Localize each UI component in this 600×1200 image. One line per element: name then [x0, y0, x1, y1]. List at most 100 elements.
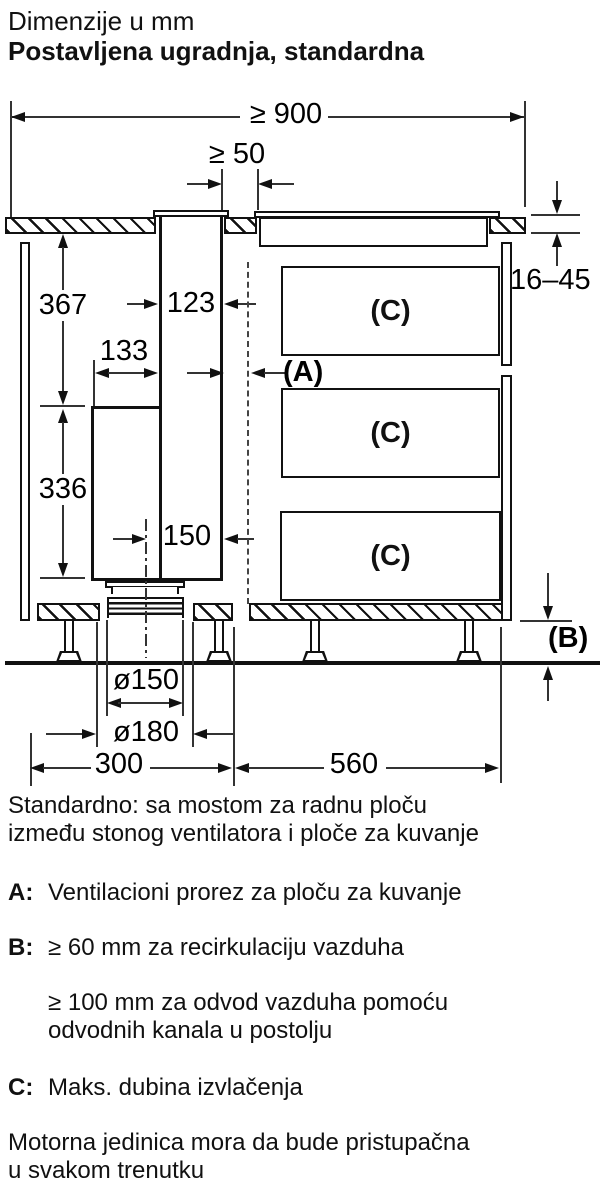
dim-thickness-arrow-down — [552, 200, 562, 214]
caption-a: A: Ventilacioni prorez za ploču za kuvan… — [8, 879, 462, 907]
caption-standard-line2: između stonog ventilatora i ploče za kuv… — [8, 820, 479, 847]
dim-d180-arrow-right — [193, 729, 207, 739]
dim-d180-ext-right — [192, 622, 194, 747]
ext-line-hob-left — [257, 169, 259, 210]
foot-2-base-inner — [209, 653, 229, 660]
dim-d180-ext-left — [96, 622, 98, 747]
dim-thickness-witness-top — [531, 214, 580, 216]
dim-560-line-right — [386, 767, 486, 769]
dim-thickness-stem-bottom — [556, 247, 558, 266]
dim-560-line-left — [248, 767, 324, 769]
caption-standard: Standardno: sa mostom za radnu ploču izm… — [8, 792, 479, 848]
dim-367-ref-line — [40, 405, 85, 407]
foot-1-base-inner — [59, 653, 79, 660]
dim-336-arrow-bottom — [58, 563, 68, 577]
page-title: Postavljena ugradnja, standardna — [8, 36, 425, 66]
dim-336-stem-top — [62, 422, 64, 474]
dim-300-label: 300 — [94, 748, 144, 780]
plinth-middle-hatch — [193, 603, 233, 621]
caption-b2: ≥ 100 mm za odvod vazduha pomoću odvodni… — [48, 989, 448, 1045]
ext-line-duct-right — [221, 169, 223, 210]
cooktop-body — [259, 217, 488, 247]
foot-4-base-inner — [459, 653, 479, 660]
drawer-3: (C) — [280, 511, 501, 601]
dim-150-line-left — [113, 538, 133, 540]
callout-a-arrow-right — [251, 368, 265, 378]
hob-front-dashed-line — [247, 262, 249, 604]
dim-thickness-label: 16–45 — [510, 264, 591, 296]
callout-b-witness — [520, 620, 572, 622]
dim-150-arrow-left — [132, 534, 146, 544]
dim-total-width-line-left — [11, 116, 240, 118]
dim-d150-ext-right — [182, 620, 184, 716]
dim-123-label: 123 — [166, 287, 216, 319]
caption-note-line2: u svakom trenutku — [8, 1157, 205, 1184]
callout-b-stem-bottom — [547, 680, 549, 701]
dim-336-label: 336 — [38, 473, 88, 505]
drawer-2-label: (C) — [370, 416, 411, 449]
duct-left-wall — [159, 215, 162, 581]
caption-a-key: A: — [8, 879, 34, 906]
dim-300-ext-left — [30, 733, 32, 786]
dim-300-line-left — [43, 767, 91, 769]
dim-300-arrow-right — [218, 763, 232, 773]
dim-336-arrow-top — [58, 409, 68, 423]
dim-300-arrow-left — [30, 763, 44, 773]
dim-560-arrow-right — [485, 763, 499, 773]
dim-d180-label: ø180 — [112, 716, 180, 748]
callout-b-arrow-down — [543, 606, 553, 620]
dim-123-line-left — [127, 303, 145, 305]
dim-300-line-right — [150, 767, 219, 769]
dim-d180-arrow-left — [82, 729, 96, 739]
dim-gap-arrow-right — [258, 179, 272, 189]
dim-total-width-arrow-left — [11, 112, 25, 122]
foot-2-stem — [214, 621, 224, 651]
dim-560-label: 560 — [329, 748, 379, 780]
callout-a-arrow-left — [210, 368, 224, 378]
dim-133-line — [108, 372, 146, 374]
outlet-center-line — [145, 519, 147, 658]
dim-d180-line-left — [46, 733, 83, 735]
caption-b2-line2: odvodnih kanala u postolju — [48, 1017, 333, 1044]
caption-c: C: Maks. dubina izvlačenja — [8, 1074, 303, 1102]
dim-d150-label: ø150 — [112, 664, 180, 696]
rear-panel-lower — [501, 375, 512, 621]
callout-b-stem-top — [547, 573, 549, 608]
caption-c-text: Maks. dubina izvlačenja — [48, 1074, 303, 1101]
dim-367-stem-bottom — [62, 321, 64, 392]
callout-a-label: (A) — [283, 356, 324, 388]
dim-367-arrow-bottom — [58, 391, 68, 405]
worktop-left-hatch — [5, 217, 156, 234]
plinth-left-hatch — [37, 603, 100, 621]
ext-line-left — [10, 101, 12, 217]
left-cabinet-side-panel — [20, 242, 30, 621]
drawer-1-label: (C) — [370, 294, 411, 327]
dim-total-width-arrow-right — [510, 112, 524, 122]
dim-total-width-label: ≥ 900 — [249, 98, 323, 130]
drawer-1: (C) — [281, 266, 500, 356]
dim-560-arrow-left — [235, 763, 249, 773]
dim-d150-ext-left — [106, 620, 108, 716]
dim-367-label: 367 — [38, 289, 88, 321]
caption-standard-line1: Standardno: sa mostom za radnu ploču — [8, 792, 427, 819]
dim-gap-arrow-left — [208, 179, 222, 189]
dim-367-arrow-top — [58, 234, 68, 248]
callout-b-label: (B) — [548, 622, 589, 654]
dim-d150-line — [118, 702, 172, 704]
dim-367-stem-top — [62, 247, 64, 290]
motor-box-bottom — [91, 578, 223, 581]
dim-150-arrow-right — [224, 534, 238, 544]
caption-a-text: Ventilacioni prorez za ploču za kuvanje — [48, 879, 462, 906]
dim-336-ref-line — [40, 577, 85, 579]
callout-a-line-left — [187, 372, 211, 374]
drawer-2: (C) — [281, 388, 500, 478]
worktop-right-hatch — [489, 217, 526, 234]
caption-b-key: B: — [8, 934, 34, 961]
caption-b-text: ≥ 60 mm za recirkulaciju vazduha — [48, 934, 404, 961]
dim-gap-label: ≥ 50 — [208, 138, 266, 170]
rear-panel-upper — [501, 242, 512, 366]
caption-c-key: C: — [8, 1074, 34, 1101]
foot-3-base-inner — [305, 653, 325, 660]
dim-thickness-stem-top — [556, 181, 558, 201]
foot-4-stem — [464, 621, 474, 651]
